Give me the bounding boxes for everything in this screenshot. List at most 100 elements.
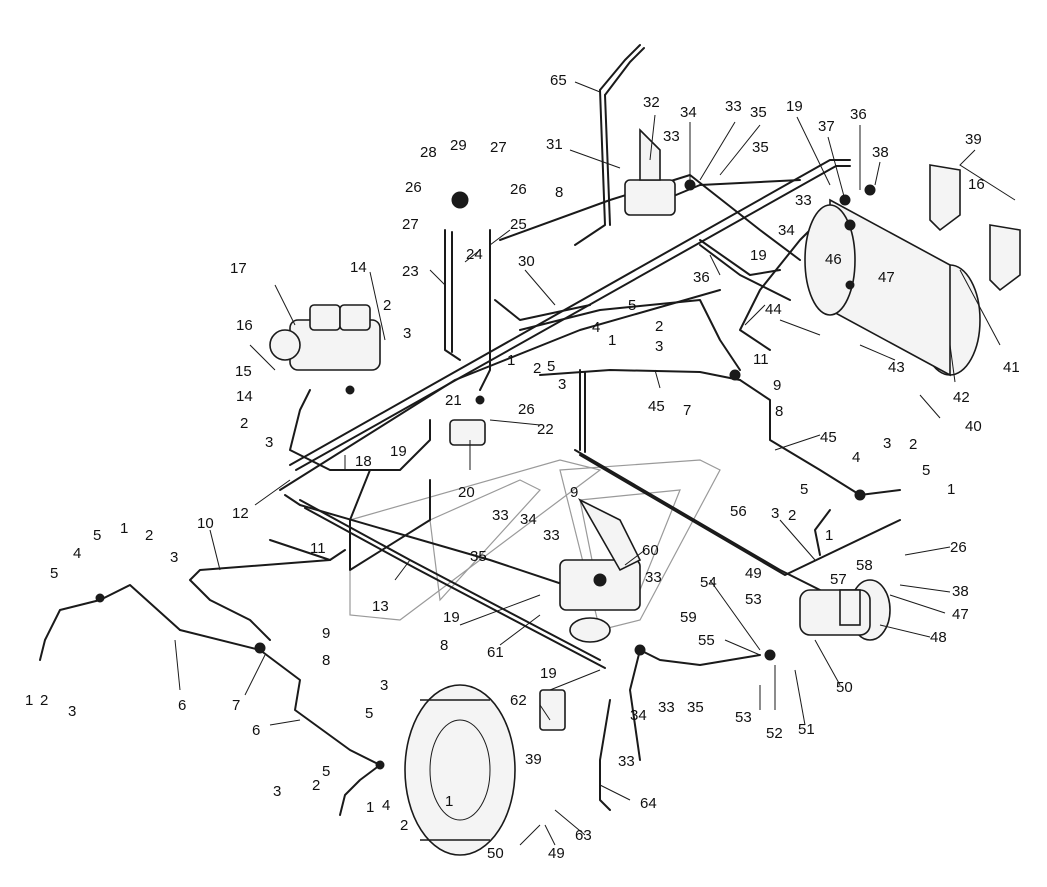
callout-7b: 7: [232, 697, 240, 714]
callout-64: 64: [640, 795, 657, 812]
callout-36b: 36: [693, 269, 710, 286]
callout-1e: 1: [120, 520, 128, 537]
callout-51: 51: [798, 721, 815, 738]
callout-2d: 2: [240, 415, 248, 432]
callout-9c: 9: [322, 625, 330, 642]
callout-19b: 19: [750, 247, 767, 264]
callout-30: 30: [518, 253, 535, 270]
callout-38: 38: [872, 144, 889, 161]
callout-8b: 8: [775, 403, 783, 420]
callout-2i: 2: [312, 777, 320, 794]
callout-2b: 2: [655, 318, 663, 335]
callout-33h: 33: [618, 753, 635, 770]
callout-60: 60: [642, 542, 659, 559]
callout-46: 46: [825, 251, 842, 268]
callout-39: 39: [965, 131, 982, 148]
callout-37: 37: [818, 118, 835, 135]
callout-6b: 6: [252, 722, 260, 739]
callout-35b: 35: [752, 139, 769, 156]
callout-33b: 33: [663, 128, 680, 145]
callout-26: 26: [405, 179, 422, 196]
spring-brake-chamber: [799, 579, 891, 641]
callout-16: 16: [968, 176, 985, 193]
callout-47: 47: [878, 269, 895, 286]
callout-labels: 65 32 34 33 35 19 37 36 38 39 31 33 16 8…: [25, 72, 1020, 862]
callout-4d: 4: [382, 797, 390, 814]
callout-26b: 26: [510, 181, 527, 198]
callout-3: 3: [403, 325, 411, 342]
callout-19e: 19: [540, 665, 557, 682]
callout-16b: 16: [236, 317, 253, 334]
callout-42: 42: [953, 389, 970, 406]
callout-38b: 38: [952, 583, 969, 600]
callout-34: 34: [680, 104, 697, 121]
callout-3b: 3: [655, 338, 663, 355]
callout-19c: 19: [390, 443, 407, 460]
callout-5d: 5: [800, 481, 808, 498]
callout-2e: 2: [909, 436, 917, 453]
callout-35c: 35: [470, 548, 487, 565]
callout-6: 6: [178, 697, 186, 714]
callout-63: 63: [575, 827, 592, 844]
callout-61: 61: [487, 644, 504, 661]
callout-24: 24: [466, 246, 483, 263]
callout-1g: 1: [366, 799, 374, 816]
callout-2f: 2: [788, 507, 796, 524]
callout-1: 1: [608, 332, 616, 349]
callout-53b: 53: [735, 709, 752, 726]
callout-33f: 33: [645, 569, 662, 586]
callout-2h: 2: [40, 692, 48, 709]
callout-26c: 26: [518, 401, 535, 418]
callout-1f: 1: [25, 692, 33, 709]
tank-brackets: [929, 164, 1021, 292]
callout-32: 32: [643, 94, 660, 111]
leader-lines: [174, 81, 1016, 846]
callout-34c: 34: [520, 511, 537, 528]
callout-22: 22: [537, 421, 554, 438]
callout-18: 18: [355, 453, 372, 470]
callout-5g: 5: [365, 705, 373, 722]
callout-1c: 1: [947, 481, 955, 498]
callout-53: 53: [745, 591, 762, 608]
callout-8: 8: [555, 184, 563, 201]
callout-8c: 8: [440, 637, 448, 654]
callout-52: 52: [766, 725, 783, 742]
fittings: [95, 179, 876, 770]
callout-5e: 5: [93, 527, 101, 544]
callout-3i: 3: [380, 677, 388, 694]
callout-1h: 1: [445, 793, 453, 810]
callout-3j: 3: [273, 783, 281, 800]
callout-33d: 33: [492, 507, 509, 524]
brake-valve: [559, 498, 642, 643]
callout-57: 57: [830, 571, 847, 588]
callout-28: 28: [420, 144, 437, 161]
callout-48: 48: [930, 629, 947, 646]
callout-7: 7: [683, 402, 691, 419]
callout-45: 45: [648, 398, 665, 415]
callout-45b: 45: [820, 429, 837, 446]
air-tank: [804, 198, 981, 377]
callout-5h: 5: [322, 763, 330, 780]
callout-62: 62: [510, 692, 527, 709]
callout-5b: 5: [547, 358, 555, 375]
callout-58: 58: [856, 557, 873, 574]
callout-3c: 3: [558, 376, 566, 393]
callout-2j: 2: [400, 817, 408, 834]
callout-25: 25: [510, 216, 527, 233]
callout-59: 59: [680, 609, 697, 626]
callout-33g: 33: [658, 699, 675, 716]
callout-40: 40: [965, 418, 982, 435]
callout-21: 21: [445, 392, 462, 409]
callout-33c: 33: [795, 192, 812, 209]
callout-1d: 1: [825, 527, 833, 544]
callout-47b: 47: [952, 606, 969, 623]
callout-56: 56: [730, 503, 747, 520]
callout-4b: 4: [852, 449, 860, 466]
callout-1b: 1: [507, 352, 515, 369]
callout-50b: 50: [487, 845, 504, 862]
callout-12: 12: [232, 505, 249, 522]
callout-65: 65: [550, 72, 567, 89]
callout-4: 4: [592, 319, 600, 336]
callout-14b: 14: [236, 388, 253, 405]
